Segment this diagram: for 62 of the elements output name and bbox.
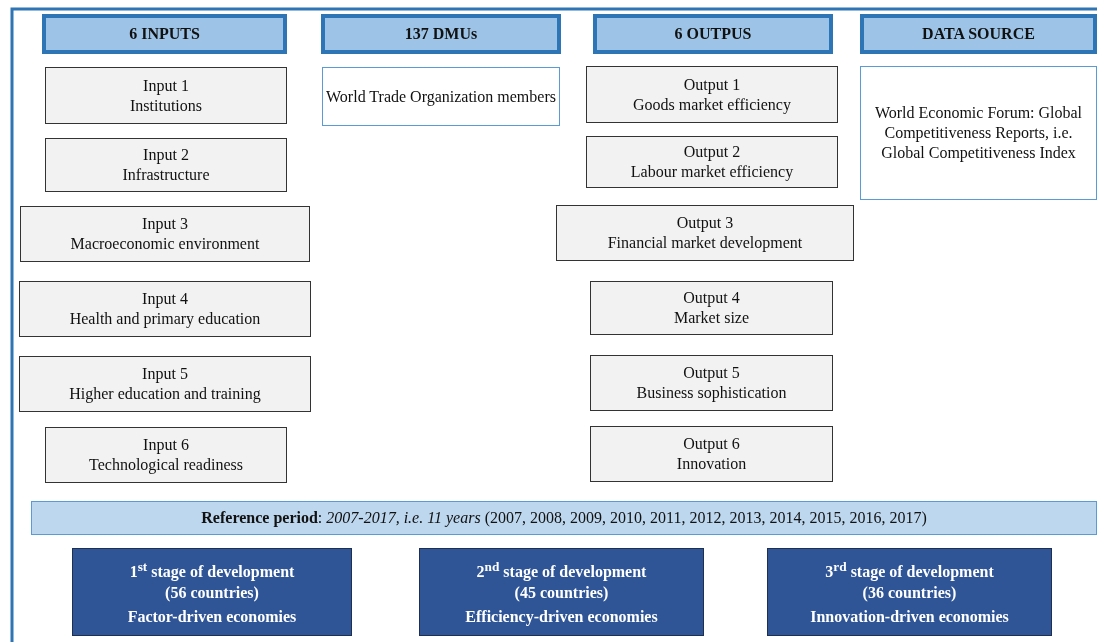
box-text: Technological readiness <box>89 455 243 475</box>
column-header <box>321 14 561 54</box>
column-header <box>42 14 287 54</box>
box-text: Output 1 <box>683 74 741 95</box>
period-text: Reference period: 2007-2017, i.e. 11 years (2007, 2008, 2009, 2010, 2011, 2012, 2013, 2014, 2015, 2016, 2017) <box>201 508 927 528</box>
column-header <box>860 14 1097 54</box>
category-box <box>586 66 838 123</box>
box-text: World Trade Organization members <box>326 86 556 107</box>
category-box <box>590 426 833 482</box>
box-text: Input 3 <box>142 214 188 234</box>
box-text: World Economic Forum: Global Competitiveness Reports, i.e. Global Competitiveness Index <box>873 103 1084 163</box>
box-text: Higher education and training <box>69 384 261 404</box>
box-text: Health and primary education <box>69 309 261 329</box>
box-text: Input 4 <box>142 289 188 309</box>
box-text: Labour market efficiency <box>630 162 794 182</box>
stage-text: Efficiency-driven economies <box>465 606 658 627</box>
header-text: 137 DMUs <box>404 24 478 44</box>
box-text: Output 2 <box>683 142 741 162</box>
box-text: Business sophistication <box>636 383 787 403</box>
category-box <box>19 356 311 412</box>
stage-text: 3$^{rd}$ stage of development <box>825 558 994 583</box>
box-text: Input 5 <box>142 364 188 384</box>
category-box <box>590 355 833 411</box>
box-text: Infrastructure <box>122 165 210 185</box>
info-box <box>322 67 560 126</box>
reference-period-banner <box>31 501 1097 535</box>
box-text: Institutions <box>130 95 202 116</box>
column-header <box>593 14 833 54</box>
category-box <box>19 281 311 337</box>
stage-text: 2$^{nd}$ stage of development <box>476 558 647 583</box>
category-box <box>586 136 838 188</box>
header-text: 6 OUTPUS <box>674 24 752 44</box>
info-box <box>860 66 1097 200</box>
category-box <box>20 206 310 262</box>
box-text: Goods market efficiency <box>633 94 791 115</box>
stage-text: 1$^{st}$ stage of development <box>129 558 295 583</box>
box-text: Macroeconomic environment <box>70 234 260 254</box>
stage-text: (45 countries) <box>514 582 609 603</box>
box-text: Output 5 <box>683 363 740 383</box>
stage-text: Innovation-driven economies <box>810 606 1009 627</box>
stage-box <box>767 548 1052 636</box>
category-box <box>590 281 833 335</box>
box-text: Input 6 <box>143 435 189 455</box>
stage-text: Factor-driven economies <box>127 606 297 627</box>
box-text: Output 3 <box>676 213 734 233</box>
category-box <box>45 427 287 483</box>
box-text: Financial market development <box>607 233 803 253</box>
stage-box <box>72 548 352 636</box>
category-box <box>556 205 854 261</box>
box-text: Input 2 <box>143 145 189 165</box>
box-text: Input 1 <box>143 75 189 96</box>
category-box <box>45 138 287 192</box>
header-text: 6 INPUTS <box>129 24 200 44</box>
stage-box <box>419 548 704 636</box>
box-text: Innovation <box>676 454 747 474</box>
box-text: Output 6 <box>683 434 740 454</box>
stage-text: (36 countries) <box>862 582 957 603</box>
category-box <box>45 67 287 124</box>
box-text: Output 4 <box>683 288 740 308</box>
box-text: Market size <box>673 308 750 328</box>
header-text: DATA SOURCE <box>922 24 1035 44</box>
stage-text: (56 countries) <box>165 582 259 603</box>
